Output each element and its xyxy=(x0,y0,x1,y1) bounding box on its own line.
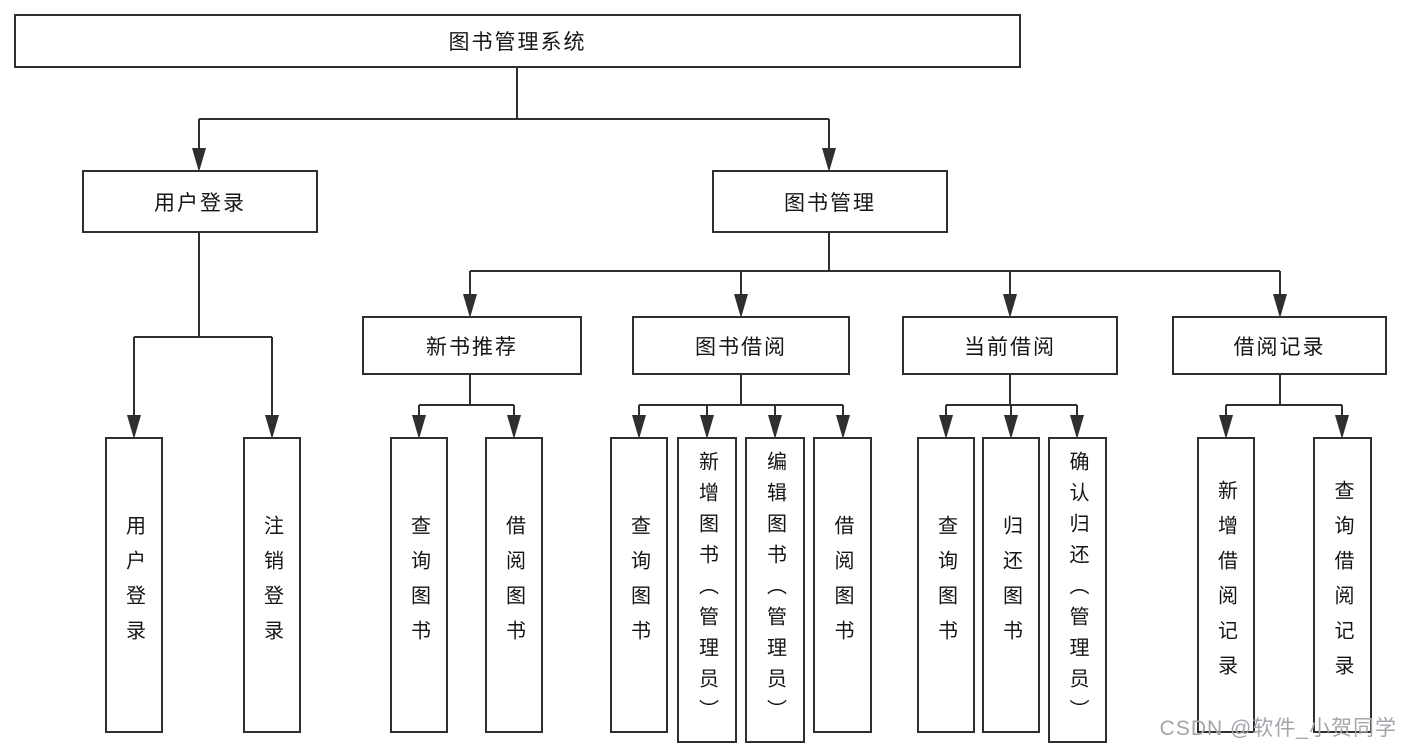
leaf-borrow-books-label: 借阅图书 xyxy=(831,515,853,655)
leaf-query-books-current: 查询图书 xyxy=(917,437,975,733)
node-book-borrow: 图书借阅 xyxy=(632,316,850,375)
node-new-book-recommend-label: 新书推荐 xyxy=(426,335,518,359)
leaf-logout-label: 注销登录 xyxy=(260,515,283,655)
leaf-borrow-books: 借阅图书 xyxy=(813,437,872,733)
leaf-user-login: 用户登录 xyxy=(105,437,163,733)
leaf-logout: 注销登录 xyxy=(243,437,301,733)
leaf-borrow-books-recommend: 借阅图书 xyxy=(485,437,543,733)
leaf-query-books-current-label: 查询图书 xyxy=(934,515,957,655)
leaf-confirm-return-admin: 确认归还（管理员） xyxy=(1048,437,1107,743)
node-library-system: 图书管理系统 xyxy=(14,14,1021,68)
node-current-borrow: 当前借阅 xyxy=(902,316,1118,375)
leaf-add-book-admin-label: 新增图书（管理员） xyxy=(695,450,718,730)
node-user-login: 用户登录 xyxy=(82,170,318,233)
leaf-edit-book-admin-label: 编辑图书（管理员） xyxy=(763,450,786,730)
leaf-query-books-recommend-label: 查询图书 xyxy=(407,515,430,655)
node-book-management: 图书管理 xyxy=(712,170,948,233)
node-user-login-label: 用户登录 xyxy=(154,191,246,215)
leaf-add-borrow-record-label: 新增借阅记录 xyxy=(1214,480,1237,690)
leaf-add-book-admin: 新增图书（管理员） xyxy=(677,437,737,743)
leaf-query-borrow-record: 查询借阅记录 xyxy=(1313,437,1372,733)
node-borrow-records: 借阅记录 xyxy=(1172,316,1387,375)
leaf-query-books-borrow: 查询图书 xyxy=(610,437,668,733)
leaf-return-book: 归还图书 xyxy=(982,437,1040,733)
leaf-query-books-borrow-label: 查询图书 xyxy=(627,515,650,655)
leaf-user-login-label: 用户登录 xyxy=(122,515,145,655)
leaf-add-borrow-record: 新增借阅记录 xyxy=(1197,437,1255,733)
leaf-edit-book-admin: 编辑图书（管理员） xyxy=(745,437,805,743)
leaf-return-book-label: 归还图书 xyxy=(999,515,1022,655)
leaf-confirm-return-admin-label: 确认归还（管理员） xyxy=(1066,450,1088,730)
watermark: CSDN @软件_小贺同学 xyxy=(1159,717,1397,740)
leaf-borrow-books-recommend-label: 借阅图书 xyxy=(502,515,525,655)
node-book-management-label: 图书管理 xyxy=(784,191,876,215)
leaf-query-borrow-record-label: 查询借阅记录 xyxy=(1331,480,1353,690)
node-new-book-recommend: 新书推荐 xyxy=(362,316,582,375)
node-library-system-label: 图书管理系统 xyxy=(448,31,587,54)
node-borrow-records-label: 借阅记录 xyxy=(1233,335,1326,359)
node-book-borrow-label: 图书借阅 xyxy=(695,335,787,359)
node-current-borrow-label: 当前借阅 xyxy=(964,335,1056,359)
leaf-query-books-recommend: 查询图书 xyxy=(390,437,448,733)
